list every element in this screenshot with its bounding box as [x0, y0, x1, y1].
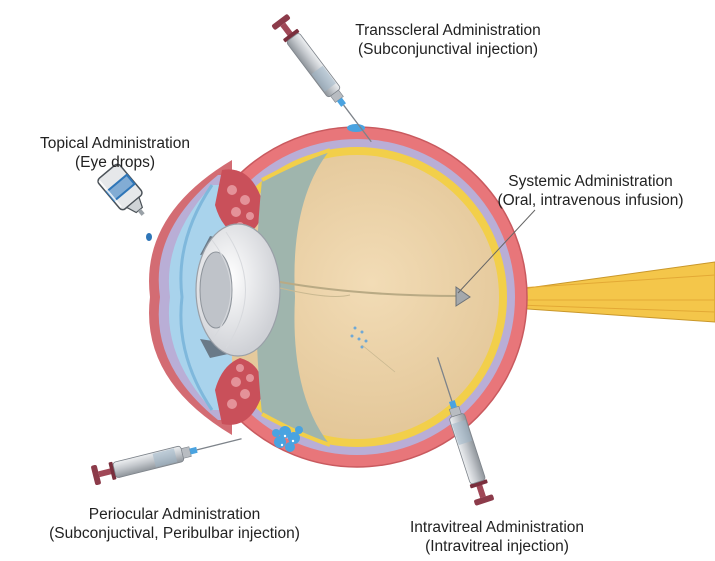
systemic-subtitle: (Oral, intravenous infusion) — [468, 191, 713, 210]
periocular-subtitle: (Subconjuctival, Peribulbar injection) — [2, 524, 347, 543]
label-topical: Topical Administration (Eye drops) — [10, 134, 220, 172]
label-systemic: Systemic Administration (Oral, intraveno… — [468, 172, 713, 210]
label-periocular: Periocular Administration (Subconjuctiva… — [2, 505, 347, 543]
intravitreal-subtitle: (Intravitreal injection) — [372, 537, 622, 556]
systemic-title: Systemic Administration — [468, 172, 713, 191]
label-transscleral: Transscleral Administration (Subconjunct… — [318, 21, 578, 59]
label-intravitreal: Intravitreal Administration (Intravitrea… — [372, 518, 622, 556]
periocular-title: Periocular Administration — [2, 505, 347, 524]
transscleral-title: Transscleral Administration — [318, 21, 578, 40]
transscleral-subtitle: (Subconjunctival injection) — [318, 40, 578, 59]
topical-subtitle: (Eye drops) — [10, 153, 220, 172]
eye-drop — [146, 233, 152, 241]
topical-title: Topical Administration — [10, 134, 220, 153]
intravitreal-title: Intravitreal Administration — [372, 518, 622, 537]
